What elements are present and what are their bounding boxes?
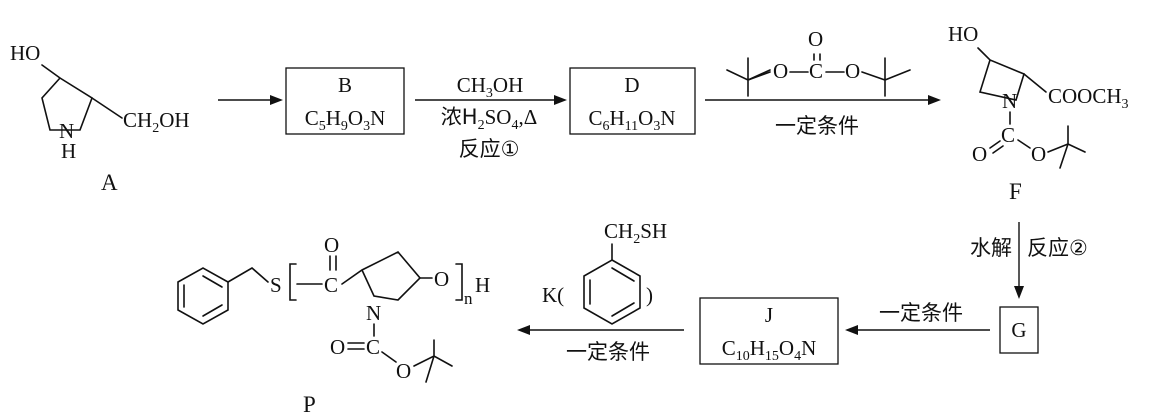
P-right-bracket — [455, 263, 463, 301]
A-ring-bonds — [41, 64, 93, 131]
P-boc-o-double: O — [330, 335, 345, 359]
arrow-A-to-B — [218, 95, 283, 105]
F-ho-group: HO — [948, 22, 978, 46]
condition-df: 一定条件 — [775, 114, 859, 138]
boc2o-o1: O — [773, 59, 788, 83]
K-label-prefix: K( — [542, 283, 564, 307]
P-terminal-h: H — [475, 273, 490, 297]
A-side-chain-bond — [91, 97, 123, 119]
F-boc-o-single: O — [1031, 142, 1046, 166]
P-boc-o-single: O — [396, 359, 411, 383]
K-label-suffix: ) — [646, 283, 653, 307]
P-label: P — [303, 392, 316, 416]
boc2o-reagent: O C O O — [726, 27, 911, 97]
P-benzyl-bonds — [227, 267, 269, 283]
G-box — [999, 306, 1039, 354]
D-label: D — [624, 73, 639, 97]
P-tbutyl — [413, 339, 453, 383]
P-benzene-ring — [177, 267, 229, 325]
D-formula: C6H11O3N — [588, 106, 675, 134]
arrow-F-to-G: 水解 反应② — [970, 222, 1088, 299]
boc2o-o2: O — [845, 59, 860, 83]
F-ring-bonds — [977, 47, 1025, 101]
J-box — [699, 297, 839, 365]
compound-F: HO N COOCH3 C O O F — [948, 22, 1129, 204]
arrow-G-to-J: 一定条件 — [845, 301, 990, 335]
P-left-bracket — [289, 263, 297, 301]
compound-D: D C6H11O3N — [569, 67, 696, 135]
condition-gj: 一定条件 — [879, 301, 963, 325]
A-ho-group: HO — [10, 41, 40, 65]
boc2o-o3: O — [808, 27, 823, 51]
condition-jp: 一定条件 — [566, 340, 650, 364]
P-sulfur: S — [270, 273, 282, 297]
reaction-1-label: 反应① — [459, 137, 520, 161]
F-ester-group: COOCH3 — [1048, 84, 1129, 112]
P-subscript-n: n — [464, 289, 473, 308]
boc2o-c: C — [809, 59, 823, 83]
compound-G: G — [999, 306, 1039, 354]
P-carbonyl-c: C — [324, 273, 338, 297]
J-label: J — [765, 303, 773, 327]
F-label: F — [1009, 179, 1022, 204]
A-label: A — [101, 170, 118, 195]
F-boc-o-double: O — [972, 142, 987, 166]
A-ring-h: H — [61, 139, 76, 163]
reaction-2-label: 反应② — [1027, 236, 1088, 260]
reagent-K: CH2SH K( ) — [542, 219, 667, 325]
B-box — [285, 67, 405, 135]
condition-fg-hydrolysis: 水解 — [970, 236, 1012, 260]
J-formula: C10H15O4N — [722, 336, 817, 364]
D-box — [569, 67, 696, 135]
condition-h2so4: 浓H2SO4,Δ — [441, 105, 537, 133]
G-label: G — [1011, 318, 1026, 342]
A-ring-n: N — [59, 119, 74, 143]
F-ester-bond — [1023, 73, 1047, 93]
compound-A: HO N H CH2OH A — [10, 41, 190, 195]
arrow-D-to-F: 一定条件 — [705, 95, 941, 138]
F-tbutyl — [1047, 125, 1086, 169]
P-carbonyl-o: O — [324, 233, 339, 257]
compound-J: J C10H15O4N — [699, 297, 839, 365]
boc2o-left-tbutyl — [726, 57, 771, 97]
arrow-B-to-D: CH3OH 浓H2SO4,Δ 反应① — [415, 73, 567, 161]
compound-P: S C O O n H N C O O P — [177, 233, 490, 416]
B-label: B — [338, 73, 352, 97]
F-ring-n: N — [1002, 89, 1017, 113]
B-formula: C5H9O3N — [305, 106, 386, 134]
boc2o-right-tbutyl — [861, 57, 911, 97]
P-ring-bonds — [341, 251, 422, 301]
P-boc-c: C — [366, 335, 380, 359]
F-boc-c: C — [1001, 123, 1015, 147]
compound-B: B C5H9O3N — [285, 67, 405, 135]
arrow-J-to-P: 一定条件 — [517, 325, 684, 364]
A-ch2oh-group: CH2OH — [123, 108, 190, 136]
K-benzene-ring — [583, 259, 641, 325]
K-ch2sh-group: CH2SH — [604, 219, 667, 247]
condition-ch3oh: CH3OH — [457, 73, 524, 101]
P-ring-o: O — [434, 267, 449, 291]
P-ring-n: N — [366, 301, 381, 325]
